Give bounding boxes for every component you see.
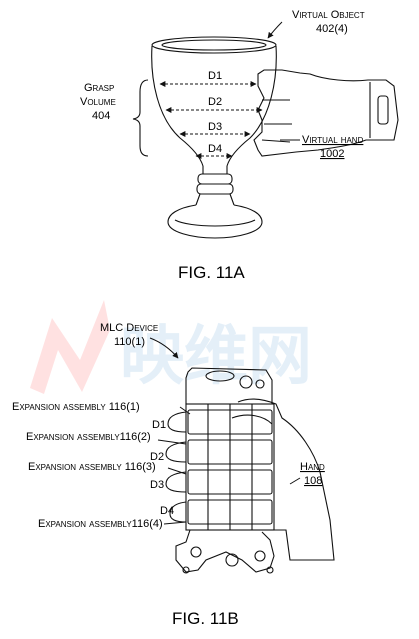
label-virtual-hand: Virtual hand xyxy=(302,134,364,146)
label-expansion-assembly-3: Expansion assembly 116(3) xyxy=(28,461,156,473)
caption-fig-11a: FIG. 11A xyxy=(178,263,245,282)
leader-assembly-2 xyxy=(157,439,187,445)
base-tracker-2 xyxy=(225,553,239,567)
label-grasp-ref: 404 xyxy=(92,110,110,122)
label-virtual-hand-ref: 1002 xyxy=(320,148,344,160)
label-grasp: Grasp xyxy=(84,82,114,94)
expansion-assembly-4 xyxy=(187,499,273,525)
leader-hand xyxy=(289,477,301,485)
thumb xyxy=(231,414,273,425)
device-top-cap xyxy=(185,367,273,405)
cup-stem-ring2 xyxy=(196,183,234,195)
label-hand: Hand xyxy=(300,461,325,473)
fig-11a-drawing xyxy=(132,36,399,239)
leader-assembly-3 xyxy=(167,467,187,475)
cup-bowl-right xyxy=(226,45,277,167)
dim-label-b-d2: D2 xyxy=(150,451,164,463)
cup-base xyxy=(167,204,263,239)
dim-label-d1: D1 xyxy=(208,70,222,82)
label-virtual-object: Virtual Object xyxy=(292,9,365,21)
fig-11a-dimensions xyxy=(159,81,263,159)
base-tracker-3 xyxy=(254,550,266,562)
fig-11b-drawing xyxy=(165,367,335,574)
dim-label-b-d3: D3 xyxy=(150,479,164,491)
leader-assembly-1 xyxy=(179,406,191,415)
dim-label-d2: D2 xyxy=(208,96,222,108)
leader-mlc-device xyxy=(149,337,179,359)
label-expansion-assembly-4: Expansion assembly116(4) xyxy=(38,518,163,530)
device-top-knob xyxy=(239,375,253,389)
watermark-text: 映维网 xyxy=(120,320,312,394)
hand-palm-outline xyxy=(237,398,335,561)
finger-3 xyxy=(165,471,187,493)
label-expansion-assembly-2: Expansion assembly116(2) xyxy=(26,431,151,443)
expansion-assembly-1 xyxy=(187,409,273,435)
finger-1 xyxy=(167,411,187,433)
cup-bowl-left xyxy=(151,45,204,167)
leader-virtual-object xyxy=(267,21,283,39)
device-base xyxy=(175,529,275,573)
leader-assembly-4 xyxy=(163,521,187,525)
label-mlc-device: MLC Device xyxy=(100,322,158,334)
dim-label-d4: D4 xyxy=(208,143,222,155)
dim-label-b-d1: D1 xyxy=(152,419,166,431)
label-virtual-object-ref: 402(4) xyxy=(316,23,348,35)
virtual-hand-outline xyxy=(253,69,399,157)
device-top-button xyxy=(205,370,235,382)
finger-4 xyxy=(169,501,187,523)
watermark-logo: 映维网 xyxy=(30,300,312,394)
label-hand-ref: 108 xyxy=(304,475,322,487)
grasp-volume-brace xyxy=(132,79,149,157)
cup-rim-inner xyxy=(161,39,267,51)
base-tracker-1 xyxy=(190,546,202,558)
dim-label-b-d4: D4 xyxy=(160,505,174,517)
cup-stem-ring1 xyxy=(197,173,233,185)
cup-rim xyxy=(151,36,277,54)
expansion-assembly-3 xyxy=(187,469,273,495)
dim-label-d3: D3 xyxy=(208,121,222,133)
finger-2 xyxy=(165,441,187,463)
label-expansion-assembly-1: Expansion assembly 116(1) xyxy=(12,401,140,413)
caption-fig-11b: FIG. 11B xyxy=(172,609,239,628)
label-volume: Volume xyxy=(80,96,116,108)
expansion-assembly-2 xyxy=(187,439,273,465)
virtual-hand-cuff xyxy=(377,95,389,125)
label-mlc-device-ref: 110(1) xyxy=(114,336,145,348)
